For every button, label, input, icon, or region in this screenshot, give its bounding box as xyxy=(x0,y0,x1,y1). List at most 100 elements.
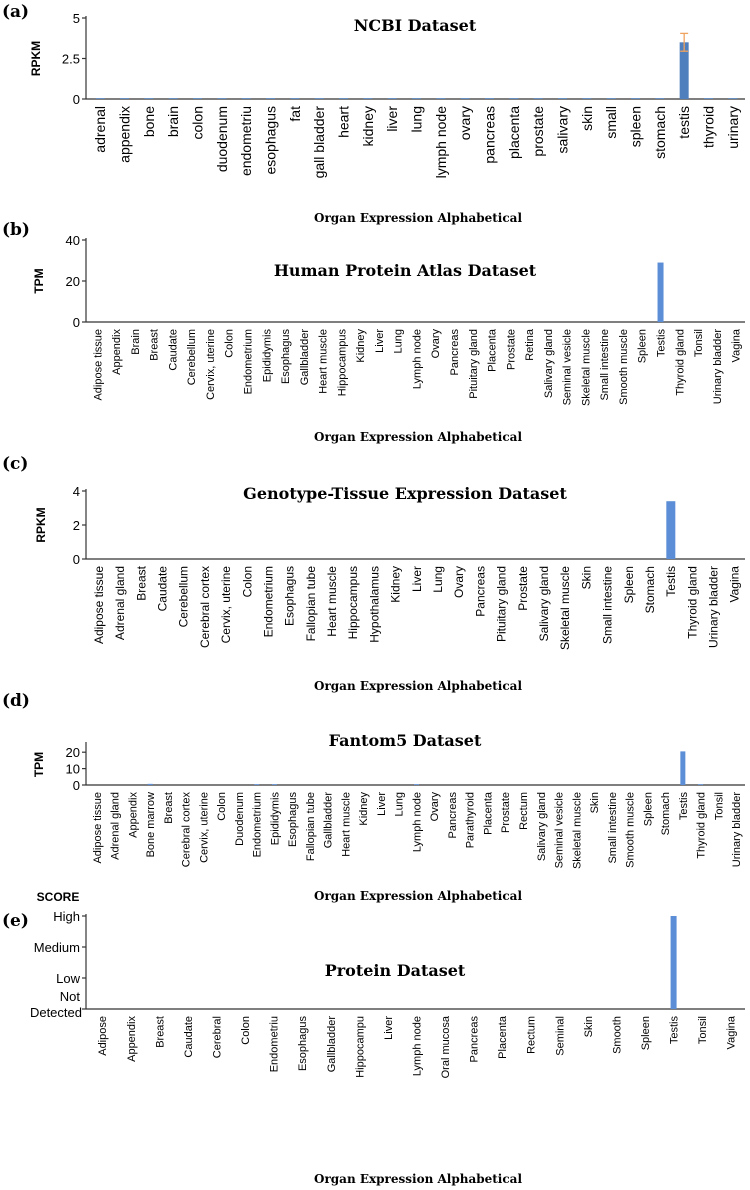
y-tick-label: 20 xyxy=(66,745,80,760)
x-tick-label: Placenta xyxy=(482,791,494,835)
x-tick-label: Retina xyxy=(524,328,536,361)
x-axis-label: Organ Expression Alphabetical xyxy=(314,679,522,693)
x-tick-label: Hippocampus xyxy=(336,329,348,397)
x-axis-label: Organ Expression Alphabetical xyxy=(314,430,522,444)
x-tick-label: Thyroid gland xyxy=(696,792,708,859)
y-tick-label: 0 xyxy=(73,778,80,793)
y-tick-label: Low xyxy=(56,971,80,986)
chart-title: Protein Dataset xyxy=(325,961,466,980)
x-tick-label: Ovary xyxy=(452,566,466,598)
y-tick-label: 2.5 xyxy=(62,52,80,67)
x-tick-label: Endometrium xyxy=(261,566,275,637)
x-tick-label: Skeletal muscle xyxy=(558,566,572,650)
y-tick-label-line: Not xyxy=(60,989,81,1004)
panel-label: (d) xyxy=(2,691,30,711)
x-tick-label: Rectum xyxy=(526,1016,538,1054)
x-tick-label: prostate xyxy=(530,106,546,157)
x-tick-label: stomach xyxy=(652,106,668,159)
bar-testis xyxy=(679,42,689,99)
x-tick-label: Gallbladder xyxy=(299,329,311,386)
y-axis-label: SCORE xyxy=(37,890,80,904)
x-tick-label: Thyroid gland xyxy=(674,329,686,396)
x-tick-label: bone xyxy=(141,106,157,137)
bar-pancreas xyxy=(485,98,494,99)
x-tick-label: Caudate xyxy=(167,329,179,371)
x-tick-label: Kidney xyxy=(355,329,367,363)
bar-endometrium xyxy=(254,784,260,785)
x-tick-label: Duodenum xyxy=(234,792,246,846)
x-tick-label: Liver xyxy=(376,792,388,816)
x-tick-label: Colon xyxy=(240,1016,252,1045)
x-tick-label: Testis xyxy=(669,1016,681,1045)
x-tick-label: Cerebellum xyxy=(177,566,191,627)
x-tick-label: Lung xyxy=(431,566,445,593)
x-tick-label: Cervix, uterine xyxy=(219,566,233,644)
bar-testis xyxy=(657,262,664,322)
x-tick-label: Salivary gland xyxy=(536,792,548,861)
x-tick-label: fat xyxy=(287,106,303,122)
x-tick-label: Salivary gland xyxy=(537,566,551,641)
x-tick-label: Epididymis xyxy=(269,792,281,846)
x-tick-label: Urinary bladder xyxy=(712,329,724,405)
x-tick-label: Oral mucosa xyxy=(440,1015,452,1078)
x-tick-label: pancreas xyxy=(482,106,498,164)
x-tick-label: Endometrium xyxy=(252,792,264,857)
x-tick-label: Spleen xyxy=(622,566,636,603)
bar-bone-marrow xyxy=(147,783,153,785)
y-tick-label: 0 xyxy=(73,92,80,107)
x-tick-label: Rectum xyxy=(518,792,530,830)
x-tick-label: Spleen xyxy=(640,1016,652,1050)
bar-lymph-node xyxy=(414,784,419,785)
y-tick-label: 0 xyxy=(73,315,80,330)
x-tick-label: Endometriu xyxy=(269,1016,281,1072)
x-tick-label: Heart muscle xyxy=(325,566,339,637)
x-tick-label: Fallopian tube xyxy=(304,566,318,642)
bar-epididymis xyxy=(271,784,277,785)
x-tick-label: ovary xyxy=(457,106,473,140)
x-tick-label: Pancreas xyxy=(449,329,461,376)
x-tick-label: Kidney xyxy=(389,566,403,603)
x-tick-label: Epididymis xyxy=(261,329,273,383)
x-tick-label: kidney xyxy=(360,106,376,146)
bar-duodenum xyxy=(217,98,227,99)
x-tick-label: Placenta xyxy=(487,328,499,372)
x-tick-label: Brain xyxy=(130,329,142,355)
x-tick-label: Lymph node xyxy=(411,1016,423,1076)
x-tick-label: Small intestine xyxy=(599,329,611,401)
y-tick-label: 20 xyxy=(66,274,80,289)
x-tick-label: Smooth muscle xyxy=(618,329,630,405)
x-tick-label: Placenta xyxy=(497,1015,509,1059)
bar-brain xyxy=(168,98,178,99)
x-tick-label: Testis xyxy=(655,329,667,358)
x-tick-label: Cerebral xyxy=(212,1016,224,1058)
x-tick-label: Pancreas xyxy=(473,566,487,617)
x-tick-label: Bone marrow xyxy=(145,792,157,857)
bar-gall-bladder xyxy=(314,98,324,99)
x-tick-label: Tonsil xyxy=(713,792,725,820)
x-tick-label: lung xyxy=(409,106,425,132)
bar-testis xyxy=(680,751,686,785)
bar-lung xyxy=(412,98,421,99)
x-tick-label: thyroid xyxy=(701,106,717,148)
x-tick-label: heart xyxy=(336,106,352,138)
x-tick-label: Lymph node xyxy=(411,329,423,389)
y-tick-label: High xyxy=(53,909,80,924)
x-tick-label: Breast xyxy=(134,565,148,600)
x-tick-label: Hippocampus xyxy=(346,566,360,639)
x-tick-label: Heart muscle xyxy=(340,792,352,857)
x-tick-label: skin xyxy=(579,106,595,131)
panel-label: (e) xyxy=(2,911,29,931)
bar-appendix xyxy=(120,98,129,99)
x-tick-label: spleen xyxy=(628,106,644,147)
x-tick-label: esophagus xyxy=(263,106,279,175)
x-tick-label: endometriu xyxy=(238,106,254,176)
x-tick-label: Colon xyxy=(216,792,228,821)
y-tick-label: 2 xyxy=(73,518,80,533)
x-tick-label: Ovary xyxy=(429,792,441,822)
x-axis-label: Organ Expression Alphabetical xyxy=(314,889,522,903)
x-tick-label: Esophagus xyxy=(283,566,297,626)
bar-bone xyxy=(144,98,154,99)
x-tick-label: Liver xyxy=(383,1016,395,1040)
y-tick-label: 4 xyxy=(73,484,80,499)
